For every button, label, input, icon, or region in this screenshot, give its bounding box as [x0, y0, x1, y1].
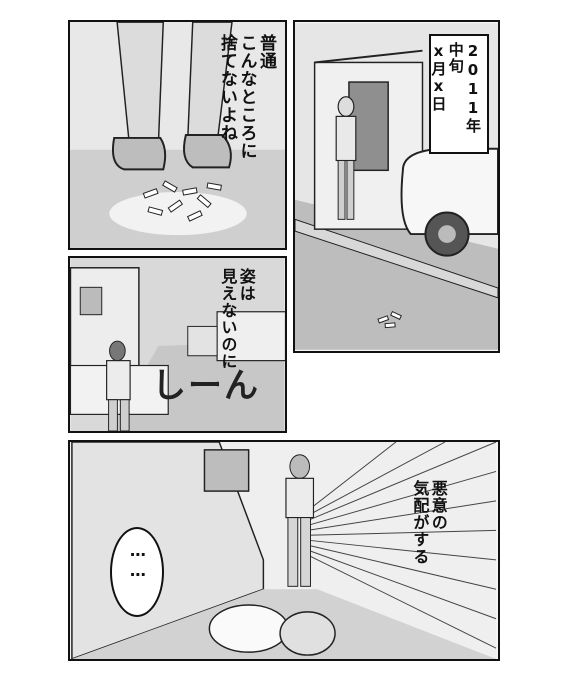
- caption-line: x月x日: [429, 42, 448, 112]
- date-caption-text: 2011年 中旬 x月x日: [429, 42, 483, 134]
- panel-feet: 普通 こんなところに 捨てないよね: [68, 20, 287, 250]
- dialogue-line: 普通: [256, 34, 276, 70]
- sfx-silence: しーん: [152, 366, 260, 406]
- panel-alley: …… 悪意の 気配がする: [68, 440, 500, 661]
- street-dialogue: 姿は 見えないのに: [218, 268, 255, 370]
- feet-illustration: [70, 22, 285, 248]
- ellipsis-bubble: ……: [110, 527, 164, 617]
- panel-street: 姿は 見えないのに しーん: [68, 256, 287, 433]
- feet-dialogue: 普通 こんなところに 捨てないよね: [216, 34, 276, 160]
- panel-house: 2011年 中旬 x月x日: [293, 20, 500, 353]
- dialogue-line: こんなところに: [236, 34, 257, 160]
- dialogue-line: 見えないのに: [218, 268, 238, 370]
- house-illustration: [295, 23, 498, 350]
- alley-dialogue: 悪意の 気配がする: [410, 480, 447, 565]
- dialogue-line: 悪意の: [428, 480, 448, 531]
- street-illustration: [70, 258, 285, 431]
- dialogue-line: 姿は: [236, 268, 256, 302]
- caption-line: 2011年: [464, 42, 482, 134]
- dialogue-line: 捨てないよね: [216, 34, 237, 142]
- ellipsis-text: ……: [128, 541, 148, 581]
- date-caption: 2011年 中旬 x月x日: [429, 34, 489, 154]
- caption-line: 中旬: [446, 42, 465, 74]
- dialogue-line: 気配がする: [410, 480, 430, 565]
